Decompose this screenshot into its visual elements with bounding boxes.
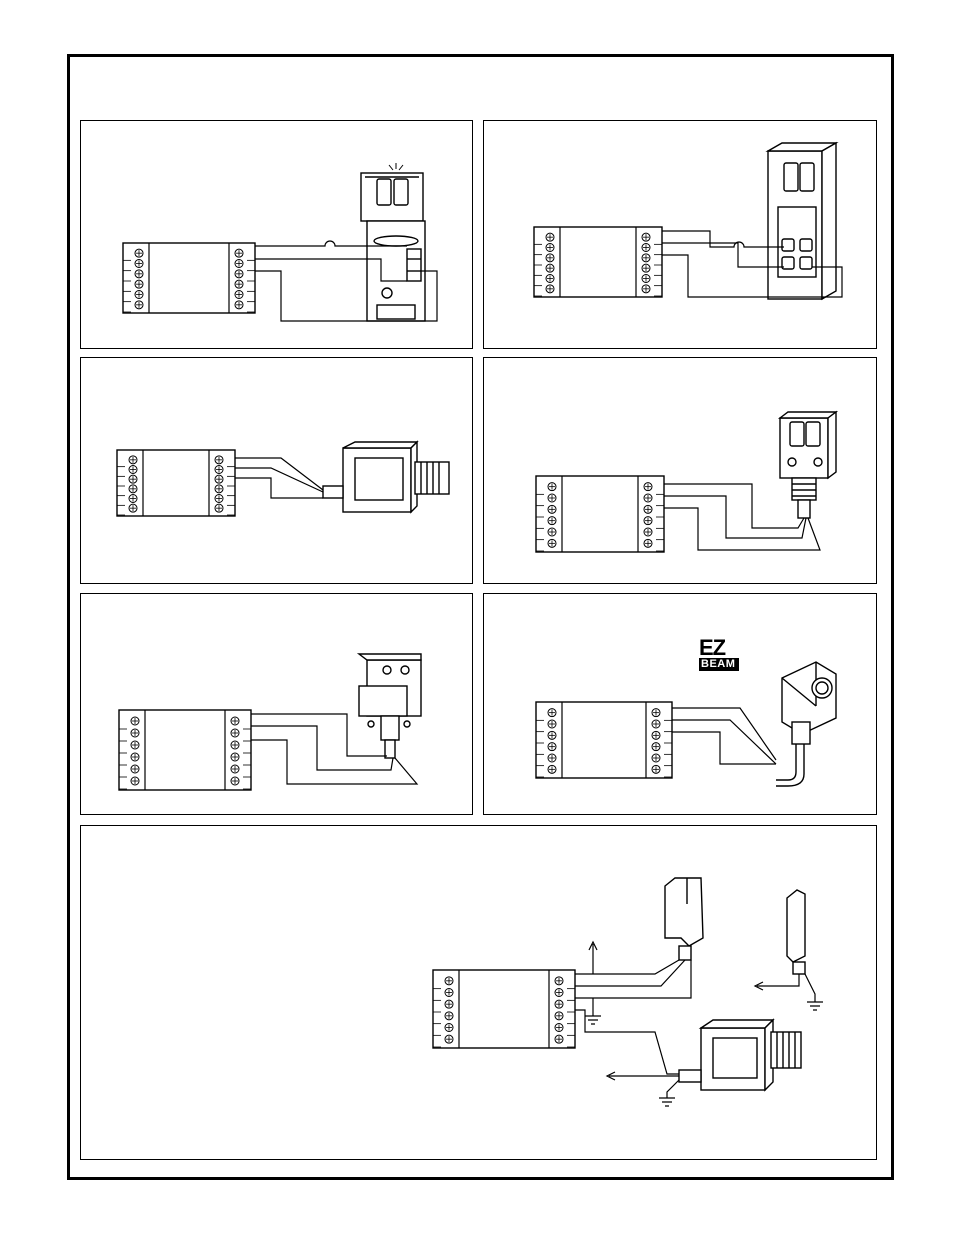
terminal-block-body: [433, 970, 575, 1048]
wires: [672, 708, 776, 764]
wiring-panel-4: [483, 357, 877, 584]
terminal-block: [119, 710, 251, 790]
terminal-block: [536, 476, 664, 552]
threaded-barrel-sensor-icon: [780, 412, 836, 518]
wiring-diagram-2: [484, 121, 878, 350]
terminal-block: [433, 970, 575, 1048]
terminal-block: [536, 702, 672, 778]
wiring-diagram-6: [484, 594, 878, 816]
multi-sensor-wiring-icon: [665, 878, 805, 1090]
terminal-block: [123, 243, 255, 313]
rectangular-sensor-icon: [768, 143, 836, 299]
wiring-panel-7: [80, 825, 877, 1160]
wiring-panel-5: [80, 593, 473, 815]
right-angle-sensor-icon: [359, 654, 421, 758]
wires: [235, 458, 323, 498]
wiring-diagram-4: [484, 358, 878, 585]
wiring-diagram-1: [81, 121, 474, 350]
wiring-panel-1: [80, 120, 473, 349]
wiring-diagram-5: [81, 594, 474, 816]
wiring-panel-6: EZ BEAM: [483, 593, 877, 815]
terminal-block: [534, 227, 662, 297]
limit-switch-style-sensor-icon: [361, 163, 425, 321]
ez-beam-sensor-icon: [776, 662, 836, 786]
wiring-panel-3: [80, 357, 473, 584]
wiring-panel-2: [483, 120, 877, 349]
barrel-sensor-icon: [323, 442, 449, 512]
wiring-diagram-3: [81, 358, 474, 585]
wiring-diagram-7: [81, 826, 878, 1161]
terminal-block: [117, 450, 235, 516]
